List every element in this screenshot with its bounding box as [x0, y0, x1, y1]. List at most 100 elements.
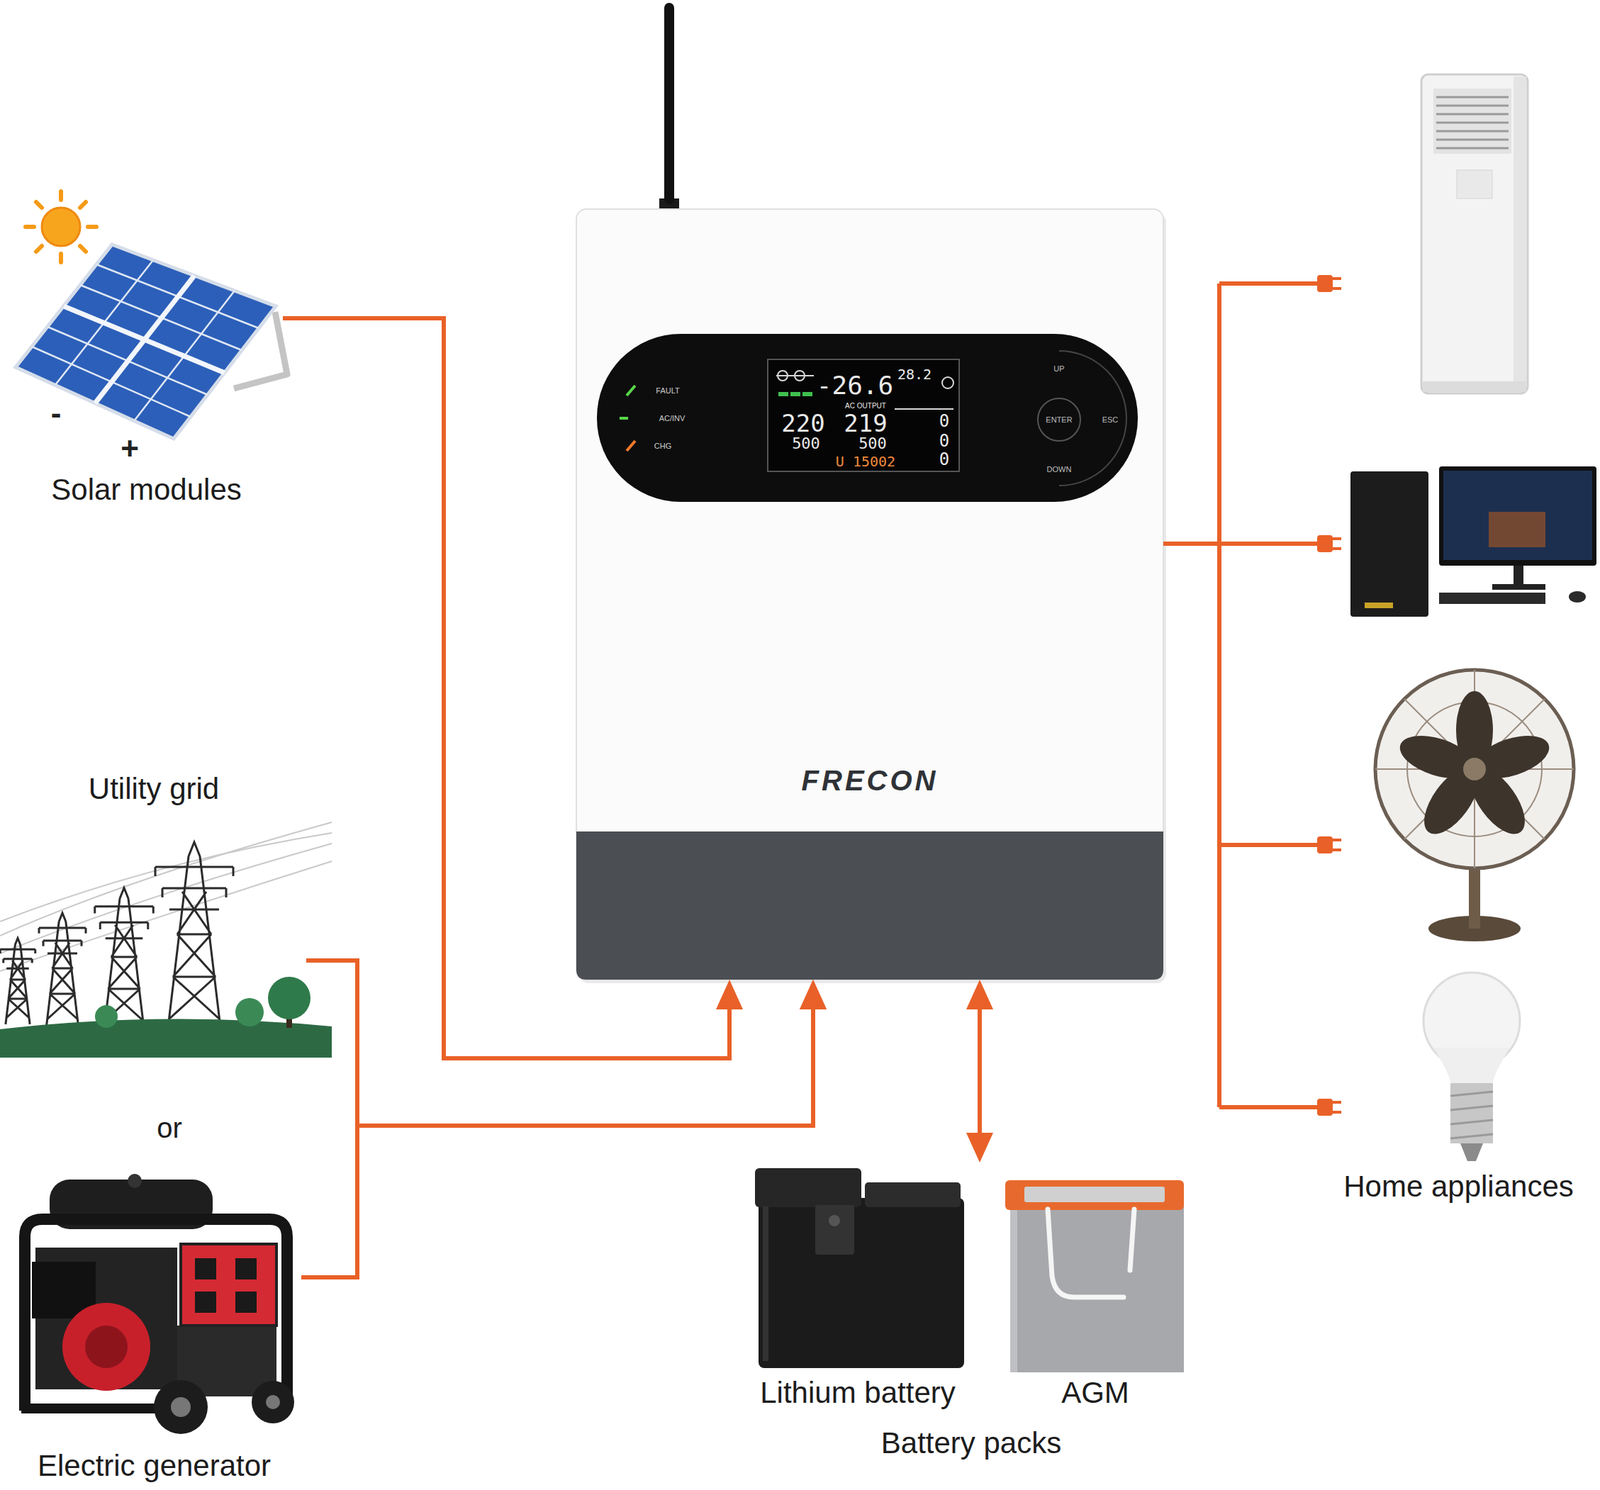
wheel-hub	[170, 1397, 191, 1418]
bulb-neck	[1433, 1047, 1510, 1084]
sun-ray	[87, 224, 97, 229]
fan-picture	[1375, 669, 1574, 942]
fan-guard	[1375, 669, 1574, 869]
lcd-value: -26.6	[816, 372, 894, 399]
lithium-battery-picture	[754, 1168, 965, 1369]
ground	[0, 1018, 332, 1058]
solar-source: Solar modules	[9, 194, 283, 511]
node-label: FRECON	[801, 764, 939, 797]
plug-body	[1317, 535, 1333, 553]
ac-display	[1456, 170, 1493, 199]
mouse	[1568, 591, 1586, 603]
inverter-body	[576, 209, 1164, 980]
battery-handle	[1047, 1209, 1135, 1298]
battery-body	[758, 1198, 965, 1369]
node-label: Battery packs	[881, 1426, 1062, 1461]
battery-bolt	[828, 1215, 841, 1227]
battery-lid	[1005, 1180, 1184, 1211]
lcd-caption: AC OUTPUT	[845, 402, 887, 410]
frame	[24, 1219, 288, 1411]
lcd-icon	[794, 370, 805, 381]
bulb-thread	[1450, 1091, 1493, 1139]
node-label: Lithium battery	[759, 1375, 955, 1411]
panel-face	[15, 244, 276, 439]
battery-lid	[754, 1168, 862, 1208]
fan-spokes	[1375, 669, 1574, 869]
led	[626, 440, 636, 451]
sun-rays	[25, 191, 97, 263]
solar-panel	[15, 244, 288, 439]
fuel-cap	[127, 1173, 142, 1189]
arrow-head	[715, 979, 743, 1010]
generator-source: Electric generator	[7, 1169, 302, 1486]
node-label: Home appliances	[1343, 1169, 1574, 1204]
lcd-value: 500	[858, 435, 887, 452]
control-panel	[596, 333, 1138, 502]
fan-neck	[1468, 864, 1481, 929]
panel-gaps	[63, 275, 225, 404]
lcd-value: 0	[939, 412, 950, 430]
polarity-sign: +	[120, 433, 139, 465]
plug	[1317, 1098, 1342, 1116]
led-label: AC/INV	[659, 414, 686, 423]
bulb-picture	[1423, 972, 1520, 1162]
outlet	[235, 1258, 257, 1280]
plug-body	[1317, 1098, 1333, 1116]
plug-pin	[1332, 537, 1342, 541]
lcd-bar	[790, 392, 801, 397]
button-label: DOWN	[1047, 465, 1072, 474]
connector-line	[301, 1008, 814, 1278]
monitor-screen	[1443, 470, 1593, 561]
pc-slot	[1364, 602, 1393, 609]
air-conditioner-picture	[1421, 74, 1528, 394]
node-label: AGM	[1061, 1375, 1130, 1411]
tree	[235, 998, 264, 1027]
wire	[0, 822, 332, 936]
panel-grid	[31, 260, 259, 422]
sun-ray	[25, 224, 35, 229]
utility-grid-picture	[0, 822, 332, 1058]
wheel-hub	[265, 1395, 281, 1410]
wheel	[153, 1380, 208, 1435]
lcd-icon	[777, 370, 788, 381]
battery-top	[1024, 1186, 1165, 1203]
plug-body	[1317, 836, 1333, 854]
power-tower	[0, 938, 36, 1026]
plug-body	[1317, 275, 1333, 293]
ac-grille	[1433, 88, 1512, 154]
or-label: or	[156, 1113, 183, 1143]
computer-picture	[1350, 466, 1597, 617]
battery-highlight	[762, 1206, 769, 1362]
tree	[267, 976, 311, 1020]
connector-line	[1163, 541, 1319, 546]
lcd-line	[894, 408, 954, 410]
battery-item: Lithium battery	[744, 1166, 972, 1411]
bus-wire	[1219, 283, 1320, 1108]
wire	[0, 861, 332, 972]
lcd-code: U 15002	[835, 454, 896, 469]
led	[626, 385, 636, 396]
antenna	[664, 2, 675, 205]
node-label: Solar modules	[51, 472, 242, 507]
battery-item: AGM	[992, 1173, 1199, 1411]
lcd-bar	[778, 392, 789, 397]
engine-core	[85, 1325, 128, 1369]
lcd-value: 219	[843, 411, 887, 436]
arrow-head	[966, 979, 994, 1010]
plug-pin	[1332, 287, 1342, 290]
bulb-tip	[1460, 1143, 1484, 1162]
lcd-value: 220	[781, 411, 825, 436]
tree	[94, 1005, 118, 1028]
plug-pin	[1332, 277, 1342, 281]
connector-line	[306, 960, 814, 1126]
connector	[1163, 543, 1319, 545]
button-label: ENTER	[1045, 416, 1072, 424]
button-label: UP	[1053, 365, 1065, 373]
connector	[966, 979, 994, 1163]
connector	[282, 318, 743, 1059]
plug	[1317, 275, 1342, 293]
plug-pin	[1332, 547, 1342, 551]
engine-housing	[62, 1302, 151, 1391]
lcd-icon	[942, 377, 954, 389]
